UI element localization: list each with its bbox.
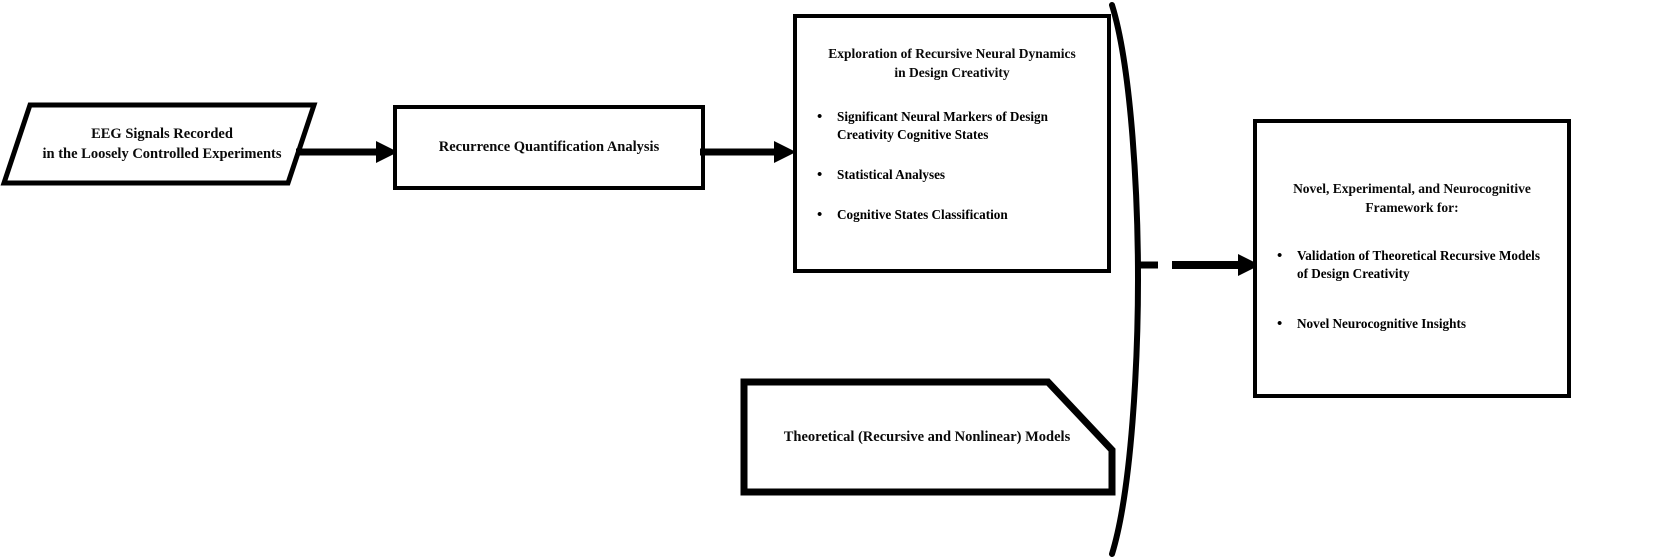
arrow-eeg-to-rqa	[296, 137, 400, 167]
framework-title: Novel, Experimental, and Neurocognitive …	[1271, 179, 1553, 217]
bullet-dot-icon: •	[1277, 248, 1283, 265]
framework-bullet-2-text: Novel Neurocognitive Insights	[1297, 316, 1466, 332]
list-item: • Significant Neural Markers of Design C…	[811, 108, 1093, 144]
list-item: • Validation of Theoretical Recursive Mo…	[1271, 247, 1553, 283]
list-item: • Cognitive States Classification	[811, 206, 1093, 224]
eeg-signals-line-1: EEG Signals Recorded	[91, 126, 233, 142]
arrow-brace-to-framework	[1134, 252, 1262, 278]
exploration-bullet-3-text: Cognitive States Classification	[837, 207, 1008, 223]
bullet-dot-icon: •	[817, 109, 823, 126]
bullet-dot-icon: •	[817, 207, 823, 224]
theoretical-models-label: Theoretical (Recursive and Nonlinear) Mo…	[783, 429, 1071, 445]
exploration-bullet-2-text: Statistical Analyses	[837, 167, 946, 183]
bullet-dot-icon: •	[1277, 316, 1283, 333]
eeg-signals-label: EEG Signals Recorded in the Loosely Cont…	[22, 125, 302, 164]
exploration-title-line-1: Exploration of Recursive Neural Dynamics	[828, 46, 1076, 61]
eeg-signals-node[interactable]	[0, 101, 318, 187]
framework-title-line-1: Novel, Experimental, and Neurocognitive	[1293, 181, 1531, 196]
framework-bullet-1-text: Validation of Theoretical Recursive Mode…	[1297, 248, 1540, 282]
novel-framework-node[interactable]: Novel, Experimental, and Neurocognitive …	[1253, 119, 1571, 398]
grouping-brace-icon	[1098, 0, 1146, 559]
exploration-bullet-1-text: Significant Neural Markers of Design Cre…	[837, 109, 1048, 143]
exploration-title: Exploration of Recursive Neural Dynamics…	[811, 44, 1093, 82]
exploration-recursive-neural-dynamics-node[interactable]: Exploration of Recursive Neural Dynamics…	[793, 14, 1111, 273]
exploration-bullet-list: • Significant Neural Markers of Design C…	[811, 108, 1093, 224]
exploration-title-line-2: in Design Creativity	[894, 65, 1010, 81]
recurrence-quantification-analysis-node[interactable]: Recurrence Quantification Analysis	[393, 105, 705, 190]
rqa-label: Recurrence Quantification Analysis	[438, 139, 660, 156]
arrow-rqa-to-exploration	[700, 137, 798, 167]
bullet-dot-icon: •	[817, 167, 823, 184]
list-item: • Novel Neurocognitive Insights	[1271, 315, 1553, 333]
framework-bullet-list: • Validation of Theoretical Recursive Mo…	[1271, 247, 1553, 333]
eeg-signals-line-2: in the Loosely Controlled Experiments	[42, 145, 282, 162]
framework-title-line-2: Framework for:	[1365, 200, 1459, 216]
theoretical-models-node[interactable]	[740, 376, 1116, 496]
list-item: • Statistical Analyses	[811, 166, 1093, 184]
